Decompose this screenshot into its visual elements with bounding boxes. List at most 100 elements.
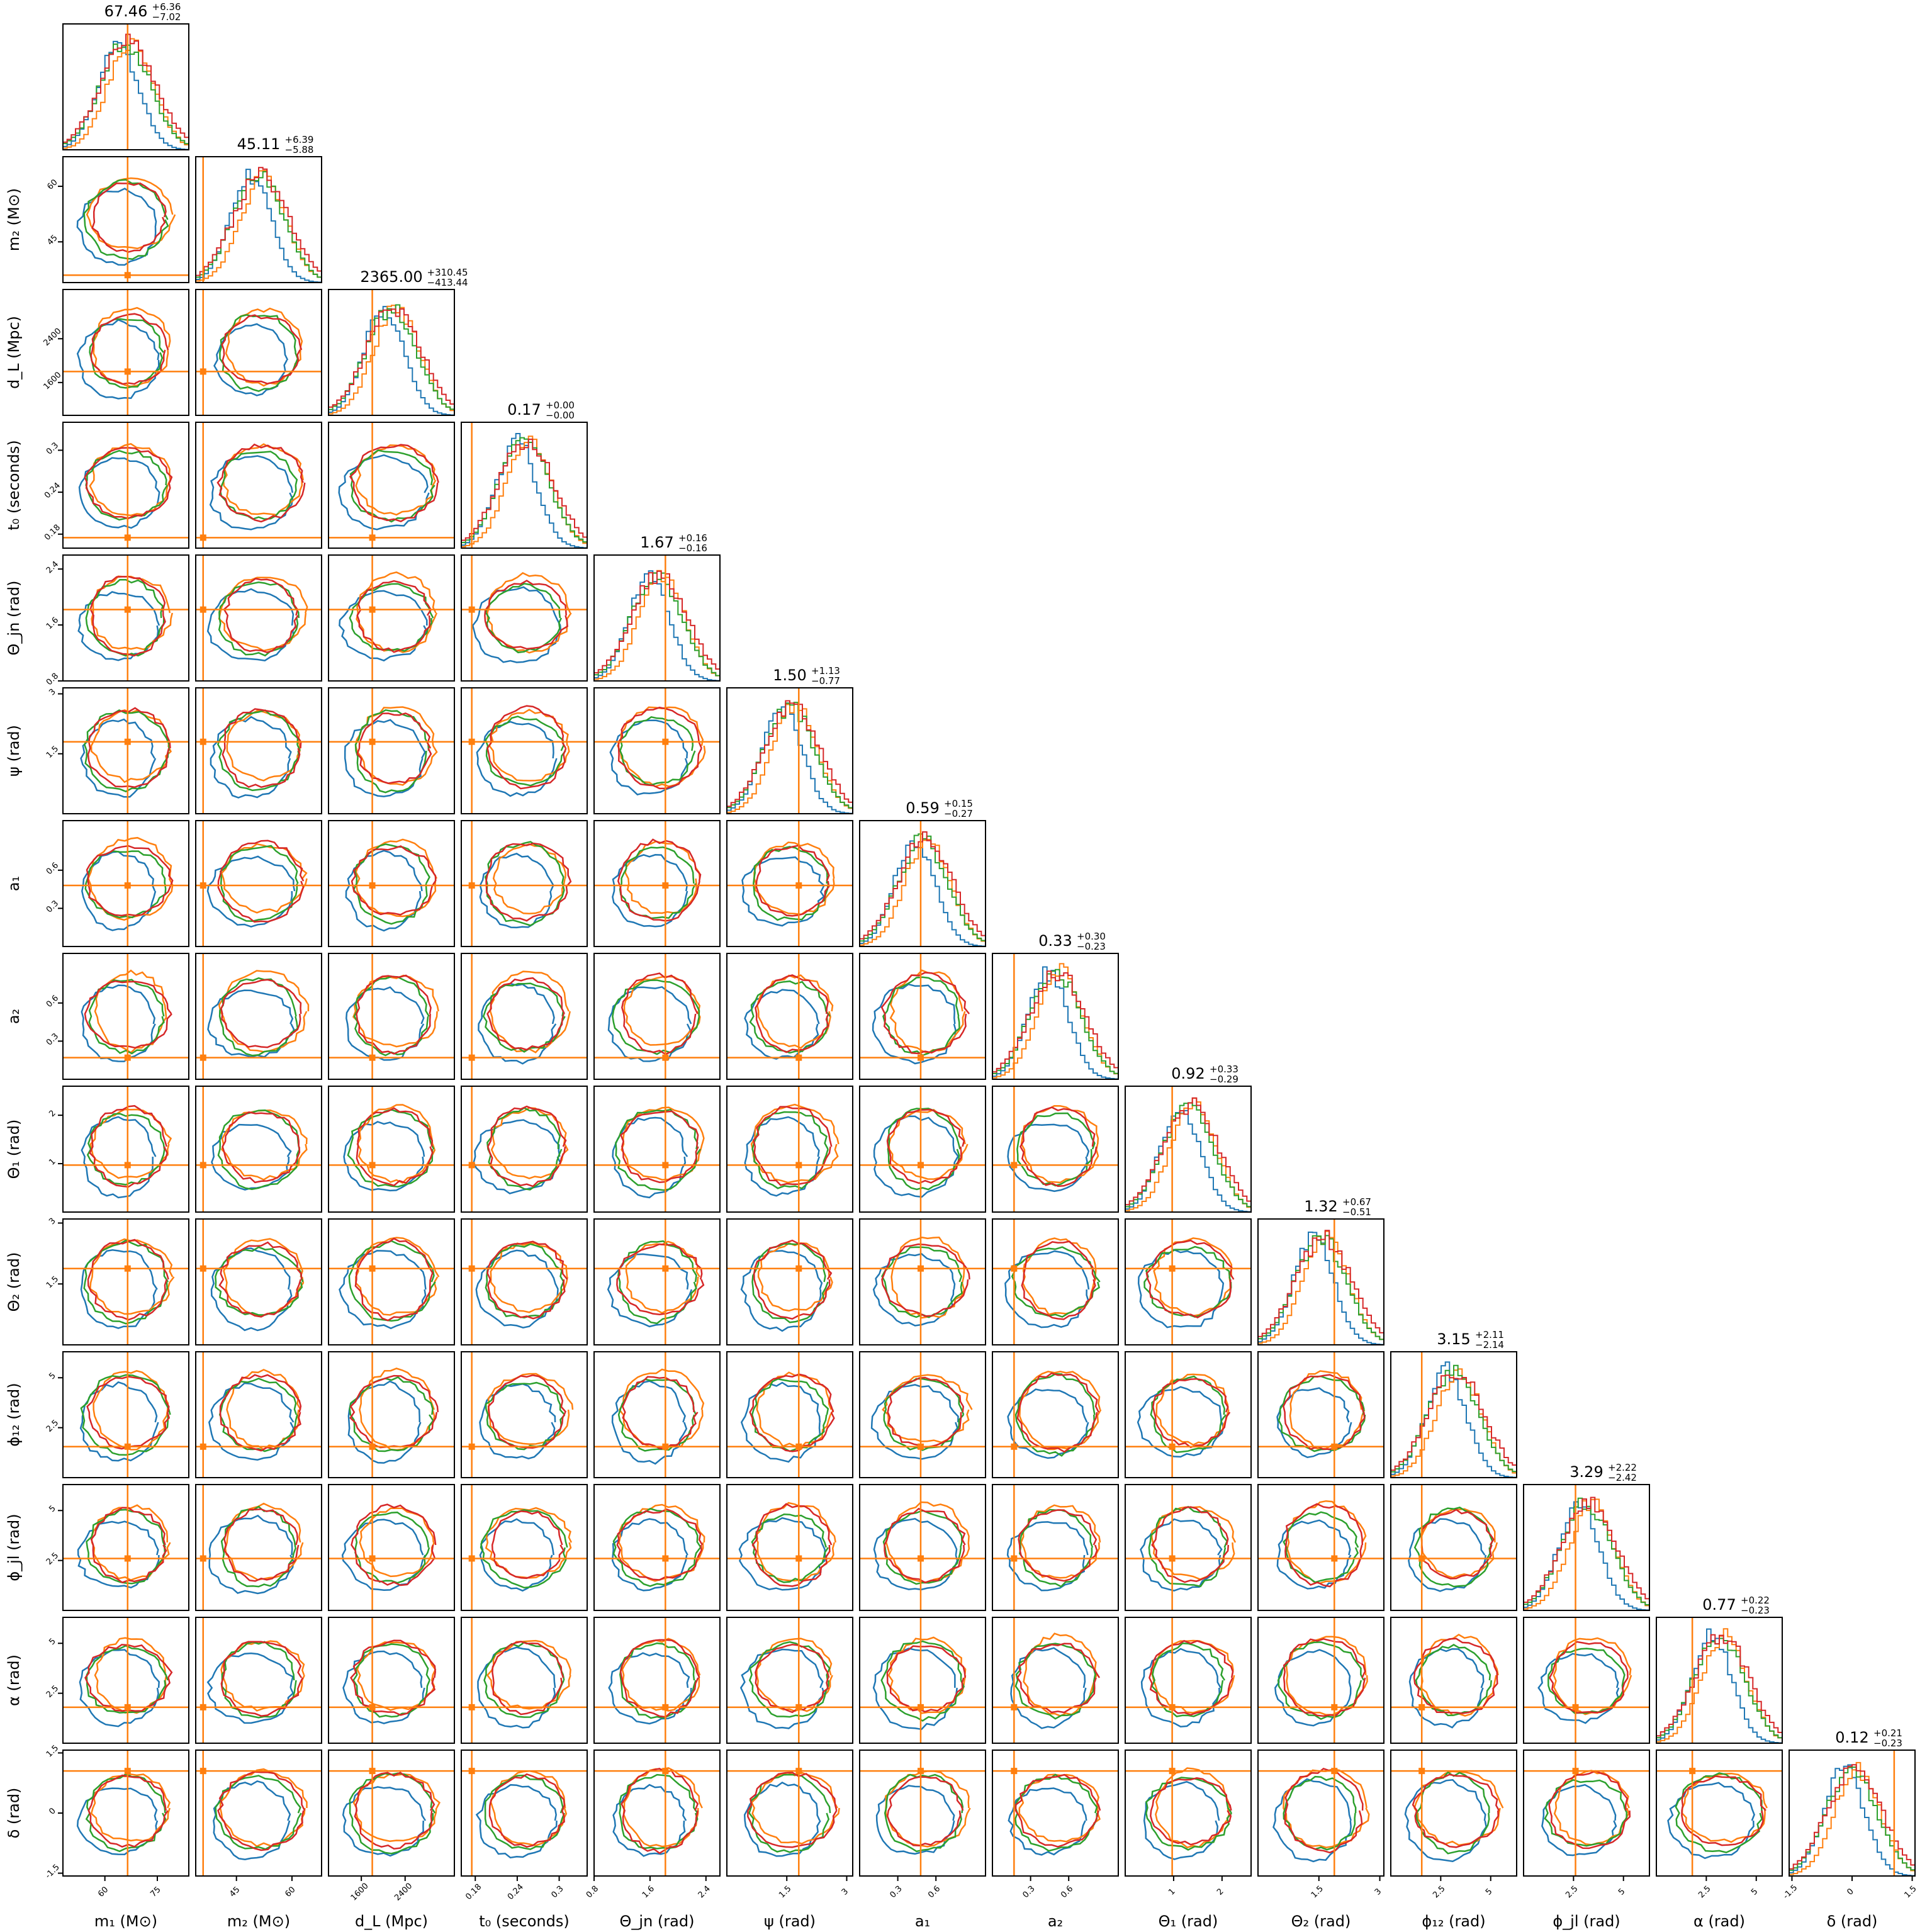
panel-frame	[461, 820, 588, 947]
panel-frame	[328, 1218, 455, 1345]
truth-marker	[199, 368, 206, 375]
contour-orange	[1420, 1634, 1499, 1717]
x-tick-label: 0.3	[549, 1884, 565, 1900]
contour-orange	[359, 1368, 435, 1451]
hist-title-minus: −0.00	[546, 410, 575, 421]
contour-red	[219, 1374, 302, 1452]
panel-thjn-phijl	[593, 1484, 721, 1611]
contour-red	[89, 1104, 168, 1188]
truth-marker	[662, 1768, 669, 1775]
contour-red	[1283, 1637, 1366, 1717]
panel-m1-m2	[62, 156, 189, 283]
contour-blue	[342, 1650, 425, 1724]
hist-step-orange	[1391, 1368, 1517, 1478]
y-tick-label: 1	[47, 1157, 57, 1167]
contour-orange	[93, 1369, 169, 1451]
contour-green	[1016, 1112, 1096, 1187]
x-tick-label: 1.5	[777, 1884, 793, 1900]
y-label-alpha: α (rad)	[5, 1654, 23, 1706]
panel-frame	[726, 1484, 853, 1611]
contour-red	[881, 1243, 970, 1317]
truth-marker	[468, 1265, 475, 1272]
contour-green	[349, 449, 435, 523]
hist-step-blue	[727, 702, 853, 814]
panel-m2-phijl	[195, 1484, 322, 1611]
contour-red	[84, 980, 172, 1049]
panel-a2-alpha	[992, 1617, 1119, 1744]
contour-orange	[492, 843, 566, 914]
panel-dL-alpha	[328, 1617, 455, 1744]
contour-orange	[1289, 1370, 1366, 1451]
truth-marker	[199, 534, 206, 541]
panel-frame	[1523, 1484, 1650, 1611]
contour-green	[1145, 1777, 1233, 1851]
contour-green	[748, 1641, 831, 1718]
x-tick-label: 3	[1373, 1887, 1383, 1897]
contour-red	[1016, 1643, 1101, 1714]
panel-phi12-delta	[1390, 1749, 1517, 1877]
contour-red	[621, 1768, 699, 1855]
panel-m2-alpha	[195, 1617, 322, 1744]
hist-title-alpha: 0.77	[1702, 1596, 1736, 1614]
x-tick-label: 2.5	[1697, 1884, 1712, 1900]
contour-blue	[76, 1787, 159, 1855]
y-tick-label: 1.6	[45, 615, 60, 631]
contour-blue	[739, 1648, 826, 1729]
panel-frame	[461, 1749, 588, 1877]
contour-red	[90, 1507, 167, 1583]
truth-marker	[369, 1443, 376, 1450]
contour-blue	[207, 989, 295, 1058]
x-label-m2: m₂ (M⊙)	[227, 1912, 290, 1930]
panel-frame	[62, 1484, 189, 1611]
panel-frame	[593, 1086, 721, 1213]
contour-blue	[1274, 1649, 1352, 1727]
panel-a1-alpha	[859, 1617, 986, 1744]
hist-title-m2: 45.11	[237, 135, 281, 153]
panel-dL-th1	[328, 1086, 455, 1213]
truth-marker	[468, 1054, 475, 1061]
contour-red	[1152, 1378, 1231, 1449]
panel-t0-a2	[461, 953, 588, 1080]
contour-blue	[611, 1380, 688, 1465]
truth-marker	[199, 738, 206, 745]
contour-orange	[1420, 1508, 1498, 1579]
contour-orange	[750, 1772, 840, 1845]
contour-red	[887, 1376, 964, 1448]
contour-green	[619, 1773, 699, 1850]
contour-orange	[1019, 1371, 1102, 1451]
contour-blue	[1408, 1648, 1485, 1729]
y-label-thjn: Θ_jn (rad)	[5, 581, 23, 656]
x-tick-label: -1.5	[1782, 1883, 1800, 1901]
y-tick-label: 60	[45, 177, 59, 191]
panel-frame	[593, 953, 721, 1080]
panel-frame	[593, 1484, 721, 1611]
panel-frame	[992, 1484, 1119, 1611]
contour-red	[217, 840, 305, 923]
contour-red	[1150, 1777, 1232, 1846]
panel-th1-phi12	[1125, 1351, 1252, 1478]
contour-red	[1151, 1506, 1230, 1583]
truth-marker	[199, 1162, 206, 1169]
panel-a1-th2	[859, 1218, 986, 1345]
truth-marker	[369, 882, 376, 889]
panel-frame	[859, 1749, 986, 1877]
panel-psi-th1	[726, 1086, 853, 1213]
contour-blue	[873, 1517, 958, 1591]
panel-frame	[195, 422, 322, 549]
panel-frame	[461, 687, 588, 814]
panel-m2-thjn	[195, 554, 322, 682]
hist-step-orange	[196, 170, 322, 283]
hist-step-red	[63, 33, 189, 150]
panel-frame	[1125, 1351, 1252, 1478]
contour-green	[883, 1378, 965, 1451]
panel-frame	[726, 1749, 853, 1877]
truth-marker	[917, 1443, 924, 1450]
contour-blue	[208, 1382, 295, 1461]
contour-green	[348, 1240, 436, 1322]
truth-marker	[1169, 1265, 1176, 1272]
panel-frame	[62, 1617, 189, 1744]
hist-m1: 67.46+6.36−7.02	[62, 1, 189, 150]
x-tick-label: 2400	[393, 1882, 414, 1903]
hist-step-orange	[1656, 1628, 1782, 1743]
hist-title-m1: 67.46	[104, 3, 148, 20]
